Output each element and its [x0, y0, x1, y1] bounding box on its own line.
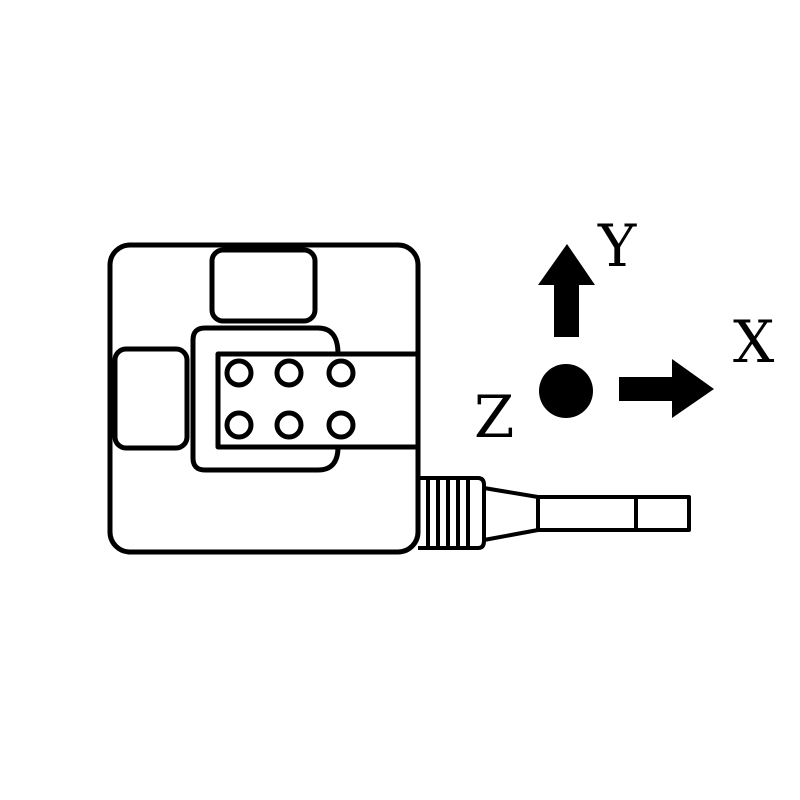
hole [274, 410, 304, 440]
y-arrow-icon [538, 244, 595, 337]
hole [326, 410, 356, 440]
hole [326, 358, 356, 388]
cable-end [634, 495, 691, 532]
x-axis-label: X [733, 308, 775, 376]
y-axis-label: Y [597, 212, 637, 280]
mount-plate [215, 351, 418, 450]
cable-connector [418, 476, 691, 550]
mount-block [190, 325, 418, 473]
sensor-body [107, 242, 421, 555]
hole [224, 410, 254, 440]
hole [224, 358, 254, 388]
hole [274, 358, 304, 388]
top-pad [209, 247, 318, 324]
axis-indicator [538, 244, 714, 418]
mounting-holes [224, 358, 356, 440]
z-dot-icon [539, 364, 593, 418]
cable [536, 495, 638, 532]
left-pad [112, 346, 190, 451]
x-arrow-icon [619, 359, 714, 418]
connector-nut [418, 476, 486, 550]
cable-taper [483, 486, 540, 542]
sensor-housing [107, 242, 421, 555]
z-axis-label: Z [474, 383, 514, 451]
